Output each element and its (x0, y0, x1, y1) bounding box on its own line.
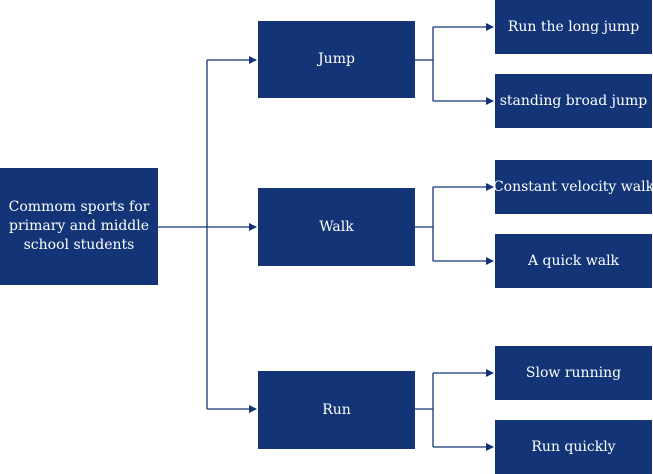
leaf-node-label: Constant velocity walk (492, 178, 653, 195)
connector-run-spine (415, 373, 434, 447)
leaf-node-label: Run the long jump (507, 18, 640, 35)
category-node-label: Walk (319, 218, 354, 235)
connector-root-spine (158, 60, 208, 409)
category-node-jump: Jump (258, 21, 415, 98)
leaf-node-label: A quick walk (527, 252, 620, 269)
leaf-node-run-the-long-jump: Run the long jump (495, 0, 652, 54)
category-node-walk: Walk (258, 188, 415, 266)
leaf-node-run-quickly: Run quickly (495, 420, 652, 474)
category-node-label: Jump (318, 51, 355, 67)
leaf-node-label: standing broad jump (499, 92, 648, 109)
connector-jump-spine (415, 27, 434, 101)
leaf-node-standing-broad-jump: standing broad jump (495, 74, 652, 128)
leaf-node-a-quick-walk: A quick walk (495, 234, 652, 288)
leaf-node-label: Slow running (525, 364, 622, 381)
leaf-node-constant-velocity-walk: Constant velocity walk (492, 160, 653, 214)
root-node: Commom sports for primary and middle sch… (0, 168, 158, 285)
category-node-run: Run (258, 371, 415, 449)
leaf-node-slow-running: Slow running (495, 346, 652, 400)
root-node-label: Commom sports for primary and middle sch… (8, 199, 150, 253)
leaf-node-label: Run quickly (531, 438, 616, 455)
category-node-label: Run (322, 401, 351, 418)
connector-walk-spine (415, 187, 434, 261)
